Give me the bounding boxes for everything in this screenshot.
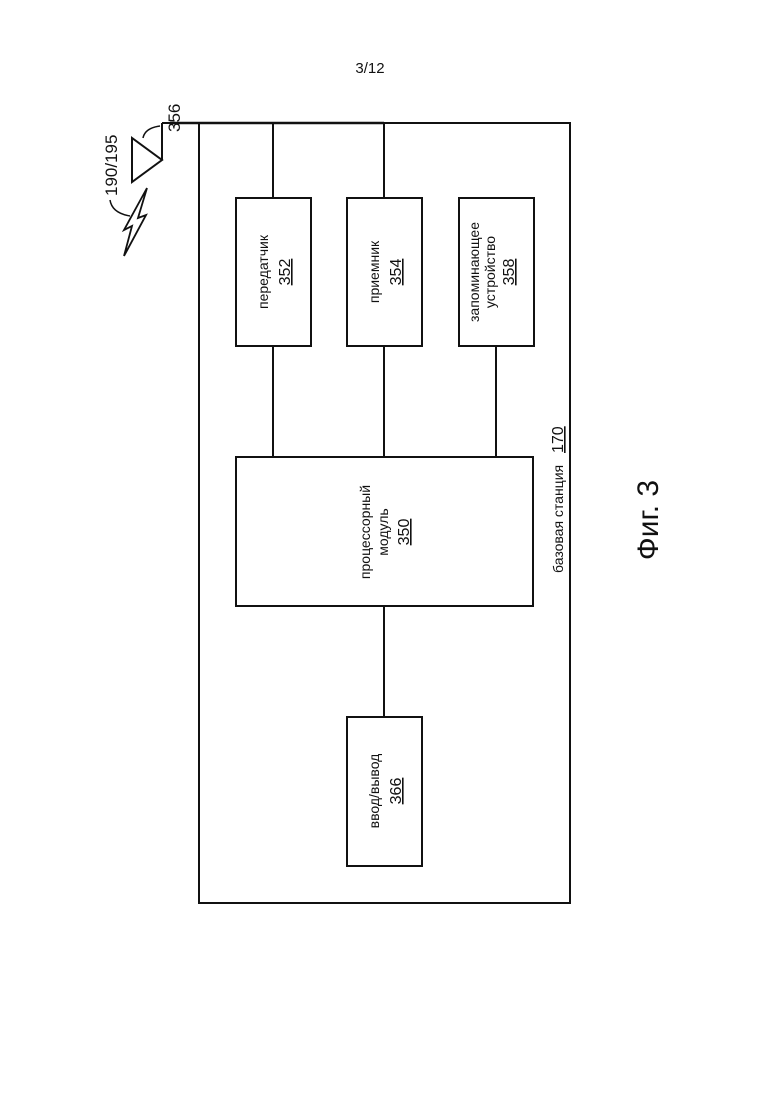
receiver-label: приемник: [366, 240, 382, 303]
wireless-link-icon: [110, 188, 147, 256]
memory-block: запоминающее устройство 358: [459, 198, 534, 346]
processor-ref: 350: [396, 519, 413, 546]
receiver-ref: 354: [388, 259, 405, 286]
processor-block: процессорный модуль 350: [236, 457, 533, 606]
wireless-link-ref: 190/195: [102, 135, 121, 196]
transmitter-block: передатчик 352: [236, 198, 311, 346]
io-label: ввод/вывод: [366, 754, 382, 829]
transmitter-label: передатчик: [255, 234, 271, 309]
processor-label-line2: модуль: [375, 508, 391, 555]
memory-ref: 358: [501, 259, 518, 286]
figure-caption: Фиг. 3: [632, 480, 665, 560]
processor-label-line1: процессорный: [357, 485, 373, 579]
base-station-label: базовая станция: [550, 465, 566, 573]
page-number: 3/12: [355, 60, 384, 77]
base-station-ref: 170: [550, 426, 567, 453]
transmitter-ref: 352: [277, 259, 294, 286]
base-station-caption: базовая станция 170: [550, 426, 567, 573]
io-ref: 366: [388, 778, 405, 805]
memory-label-line2: устройство: [482, 236, 498, 308]
antenna-ref: 356: [165, 104, 184, 132]
io-block: ввод/вывод 366: [347, 717, 422, 866]
receiver-block: приемник 354: [347, 198, 422, 346]
memory-label-line1: запоминающее: [466, 222, 482, 322]
